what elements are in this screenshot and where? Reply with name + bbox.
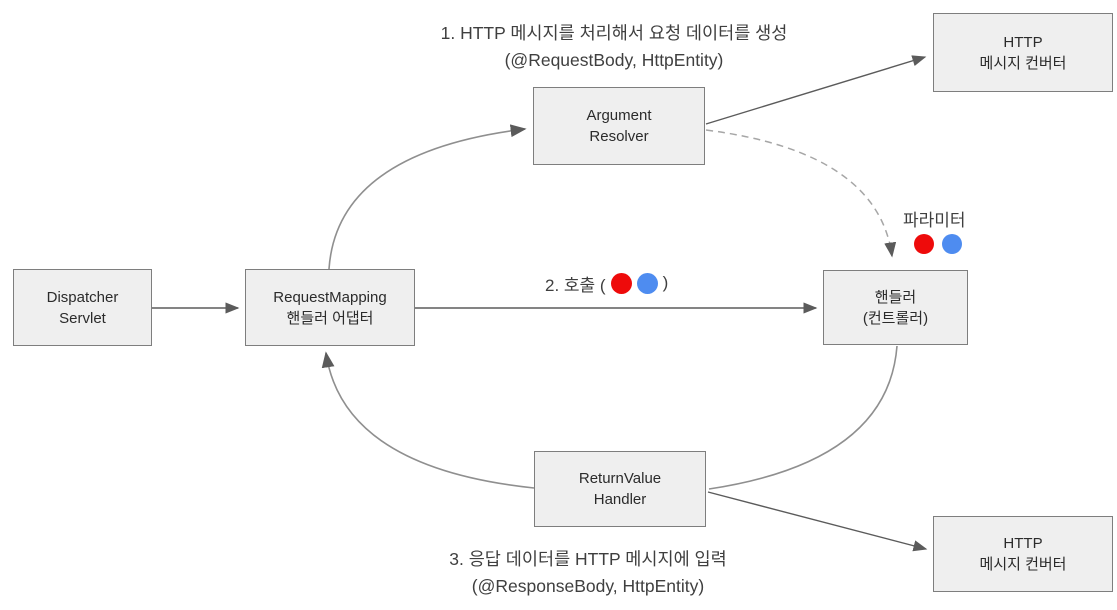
annotation-step1-line1: 1. HTTP 메시지를 처리해서 요청 데이터를 생성 xyxy=(440,23,788,43)
blue-dot-shape xyxy=(636,272,658,294)
parameter-dots xyxy=(914,234,962,254)
dashed-arrow-resolver-to-handler xyxy=(705,129,897,258)
curve-returnvalue-to-adapter xyxy=(321,351,535,489)
annotation-step1-line2: (@RequestBody, HttpEntity) xyxy=(504,50,724,70)
annotation-step3-line1: 3. 응답 데이터를 HTTP 메시지에 입력 xyxy=(449,549,727,569)
box-http-message-converter-top: HTTP 메시지 컨버터 xyxy=(933,13,1113,92)
annotation-step3: 3. 응답 데이터를 HTTP 메시지에 입력 (@ResponseBody, … xyxy=(338,546,838,600)
box-argument-resolver: Argument Resolver xyxy=(533,87,705,165)
box-label: 핸들러 어댑터 xyxy=(286,309,374,327)
red-dot-icon xyxy=(610,272,632,294)
box-label: Handler xyxy=(593,491,647,508)
box-http-message-converter-bottom: HTTP 메시지 컨버터 xyxy=(933,516,1113,592)
blue-dot-icon xyxy=(636,272,658,294)
box-label: ReturnValue xyxy=(578,470,662,487)
box-label: HTTP xyxy=(1003,535,1043,552)
arrow-returnvalue-to-http-converter-bottom xyxy=(707,491,928,552)
annotation-step2-suffix: ) xyxy=(662,273,669,292)
red-dot-shape xyxy=(610,272,632,294)
box-label: Resolver xyxy=(589,128,649,145)
box-handler-controller: 핸들러 (컨트롤러) xyxy=(823,270,968,345)
box-returnvalue-handler: ReturnValue Handler xyxy=(534,451,706,527)
box-dispatcher-servlet: Dispatcher Servlet xyxy=(13,269,152,346)
parameter-label: 파라미터 xyxy=(903,211,966,230)
curve-handler-to-returnvalue xyxy=(708,345,898,490)
box-label: Argument xyxy=(586,107,652,124)
curve-adapter-to-argument-resolver xyxy=(328,124,527,270)
box-label: (컨트롤러) xyxy=(862,309,929,327)
annotation-step2-prefix: 2. 호출 ( xyxy=(545,275,606,295)
red-dot-shape xyxy=(914,234,934,254)
box-requestmapping-handler-adapter: RequestMapping 핸들러 어댑터 xyxy=(245,269,415,346)
box-label: 메시지 컨버터 xyxy=(979,556,1067,573)
red-dot-icon xyxy=(914,234,934,254)
blue-dot-shape xyxy=(942,234,962,254)
box-label: Dispatcher xyxy=(46,288,119,306)
annotation-step3-line2: (@ResponseBody, HttpEntity) xyxy=(471,576,705,596)
arrow-resolver-to-http-converter-top xyxy=(705,55,927,125)
box-label: 핸들러 xyxy=(874,288,917,306)
annotation-step2: 2. 호출 ( ) xyxy=(545,270,668,296)
box-label: RequestMapping xyxy=(273,288,387,306)
annotation-step1: 1. HTTP 메시지를 처리해서 요청 데이터를 생성 (@RequestBo… xyxy=(364,20,864,74)
box-label: Servlet xyxy=(59,309,106,327)
box-label: HTTP xyxy=(1003,33,1043,51)
box-label: 메시지 컨버터 xyxy=(979,54,1067,72)
blue-dot-icon xyxy=(942,234,962,254)
